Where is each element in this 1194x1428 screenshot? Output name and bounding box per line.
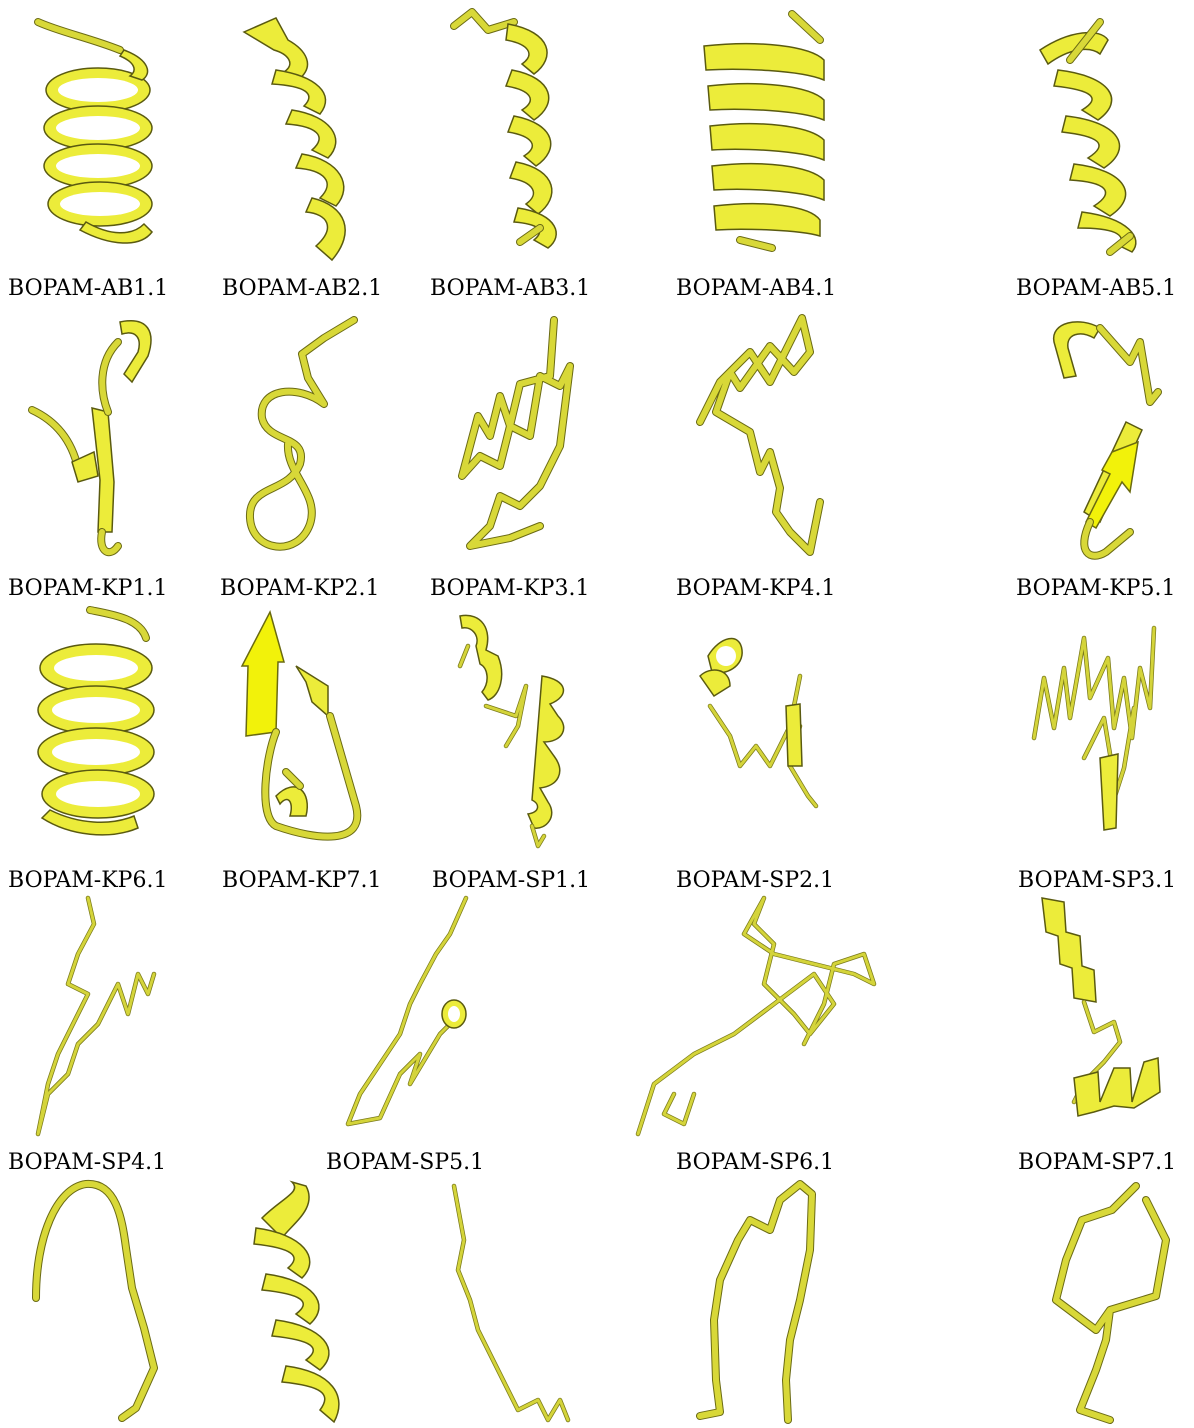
panel-label: BOPAM-AB5.1 [1016, 276, 1176, 301]
helix-structure-ab4 [700, 10, 840, 260]
panel-label: BOPAM-SP6.1 [676, 1150, 834, 1175]
thin-coil-structure-sp3 [1024, 618, 1164, 844]
panel-label: BOPAM-AB4.1 [676, 276, 836, 301]
helix-structure-r5b [252, 1178, 372, 1426]
panel-label: BOPAM-KP5.1 [1016, 576, 1175, 601]
mixed-structure-sp1 [446, 606, 586, 854]
panel-label: BOPAM-SP3.1 [1018, 868, 1176, 893]
panel-label: BOPAM-AB3.1 [430, 276, 590, 301]
sheet-structure-kp7 [236, 606, 376, 854]
panel-label: BOPAM-SP5.1 [326, 1150, 484, 1175]
helix-structure-kp6 [30, 604, 170, 854]
panel-label: BOPAM-AB1.1 [8, 276, 168, 301]
helix-structure-ab5 [1030, 20, 1170, 260]
panel-label: BOPAM-SP2.1 [676, 868, 834, 893]
helix-structure-ab3 [448, 8, 588, 260]
thin-coil-structure-sp5 [340, 894, 480, 1144]
mixed-structure-sp7 [1034, 892, 1174, 1142]
coil-structure-r5d [690, 1180, 830, 1426]
coil-structure-kp4 [690, 312, 830, 562]
thin-coil-structure-sp6 [634, 894, 884, 1144]
sheet-structure-kp5 [1040, 312, 1170, 564]
thin-coil-structure-sp4 [28, 894, 168, 1144]
panel-label: BOPAM-KP1.1 [8, 576, 167, 601]
helix-structure-ab1 [20, 10, 170, 260]
coil-structure-r5a [26, 1178, 166, 1426]
panel-label: BOPAM-KP7.1 [222, 868, 381, 893]
coil-structure-r5e [1036, 1180, 1176, 1426]
thin-coil-structure-r5c [448, 1180, 588, 1426]
panel-label: BOPAM-KP2.1 [220, 576, 379, 601]
coil-structure-kp3 [450, 316, 590, 564]
coil-structure-kp2 [228, 314, 368, 564]
mixed-structure-sp2 [690, 616, 830, 826]
panel-label: BOPAM-SP1.1 [432, 868, 590, 893]
panel-label: BOPAM-KP3.1 [430, 576, 589, 601]
panel-label: BOPAM-KP6.1 [8, 868, 167, 893]
panel-label: BOPAM-AB2.1 [222, 276, 382, 301]
panel-label: BOPAM-KP4.1 [676, 576, 835, 601]
sheet-structure-kp1 [28, 312, 168, 562]
panel-label: BOPAM-SP4.1 [8, 1150, 166, 1175]
panel-label: BOPAM-SP7.1 [1018, 1150, 1176, 1175]
helix-structure-ab2 [236, 10, 376, 260]
